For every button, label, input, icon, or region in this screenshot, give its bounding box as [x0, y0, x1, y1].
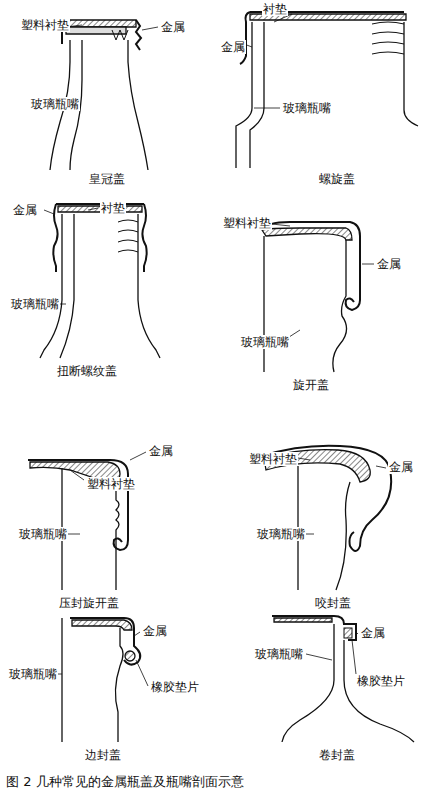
part-label: 金属	[220, 40, 246, 54]
figure-caption: 图 2 几种常见的金属瓶盖及瓶嘴剖面示意	[6, 774, 244, 790]
part-label: 衬垫	[262, 2, 288, 16]
cap-name: 皇冠盖	[88, 172, 126, 186]
part-label: 玻璃瓶嘴	[18, 527, 68, 541]
part-label: 塑料衬垫	[222, 216, 272, 230]
part-label: 玻璃瓶嘴	[240, 335, 290, 349]
part-label: 金属	[376, 257, 402, 271]
cap-name: 扭断螺纹盖	[56, 364, 118, 378]
part-label: 橡胶垫片	[150, 680, 200, 694]
cap-name: 边封盖	[84, 748, 122, 762]
part-label: 金属	[12, 203, 38, 217]
part-label: 衬垫	[100, 201, 126, 215]
part-label: 玻璃瓶嘴	[254, 647, 304, 661]
part-label: 玻璃瓶嘴	[8, 667, 58, 681]
cap-name: 旋开盖	[292, 378, 330, 392]
part-label: 塑料衬垫	[20, 18, 70, 32]
part-label: 金属	[148, 444, 174, 458]
part-label: 玻璃瓶嘴	[30, 97, 80, 111]
part-label: 金属	[142, 624, 168, 638]
part-label: 玻璃瓶嘴	[10, 297, 60, 311]
part-label: 塑料衬垫	[86, 477, 136, 491]
cap-name: 压封旋开盖	[58, 596, 120, 610]
part-label: 金属	[388, 460, 414, 474]
part-label: 金属	[160, 20, 186, 34]
cap-name: 卷封盖	[318, 748, 356, 762]
part-label: 玻璃瓶嘴	[282, 101, 332, 115]
cap-name: 咬封盖	[314, 596, 352, 610]
part-label: 橡胶垫片	[356, 674, 406, 688]
part-label: 塑料衬垫	[248, 452, 298, 466]
part-label: 玻璃瓶嘴	[256, 527, 306, 541]
cap-name: 螺旋盖	[318, 172, 356, 186]
part-label: 金属	[360, 626, 386, 640]
